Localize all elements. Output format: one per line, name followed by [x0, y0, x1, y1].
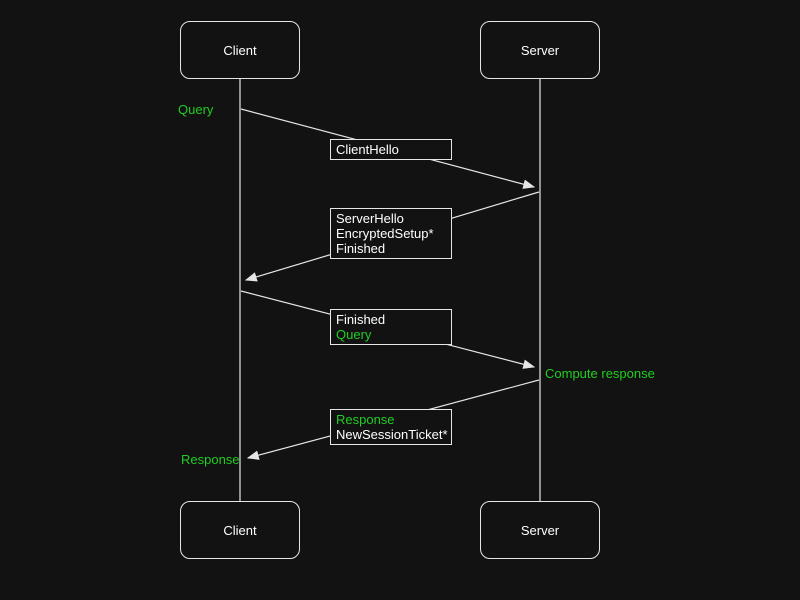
- actor-label: Server: [520, 522, 560, 538]
- actor-box-client-top: Client: [180, 21, 300, 79]
- annotation-response: Response: [181, 452, 240, 467]
- actor-box-server-bottom: Server: [480, 501, 600, 559]
- actor-label: Server: [520, 42, 560, 58]
- message-text: Finished: [336, 312, 386, 327]
- actor-box-server-top: Server: [480, 21, 600, 79]
- message-text: NewSessionTicket*: [336, 427, 448, 442]
- message-text: Query: [336, 327, 372, 342]
- message-text: Response: [336, 412, 395, 427]
- annotation-compute-response: Compute response: [545, 366, 655, 381]
- message-text: ServerHello: [336, 211, 404, 226]
- message-text: Finished: [336, 241, 386, 256]
- actor-label: Client: [223, 42, 257, 58]
- message-text: ClientHello: [336, 142, 399, 157]
- message-text: EncryptedSetup*: [336, 226, 434, 241]
- actor-label: Client: [223, 522, 257, 538]
- message-label-serverhello: ServerHello EncryptedSetup* Finished: [330, 208, 452, 259]
- message-label-response-ticket: Response NewSessionTicket*: [330, 409, 452, 445]
- message-label-clienthello: ClientHello: [330, 139, 452, 160]
- actor-box-client-bottom: Client: [180, 501, 300, 559]
- annotation-query: Query: [178, 102, 214, 117]
- message-label-finished-query: Finished Query: [330, 309, 452, 345]
